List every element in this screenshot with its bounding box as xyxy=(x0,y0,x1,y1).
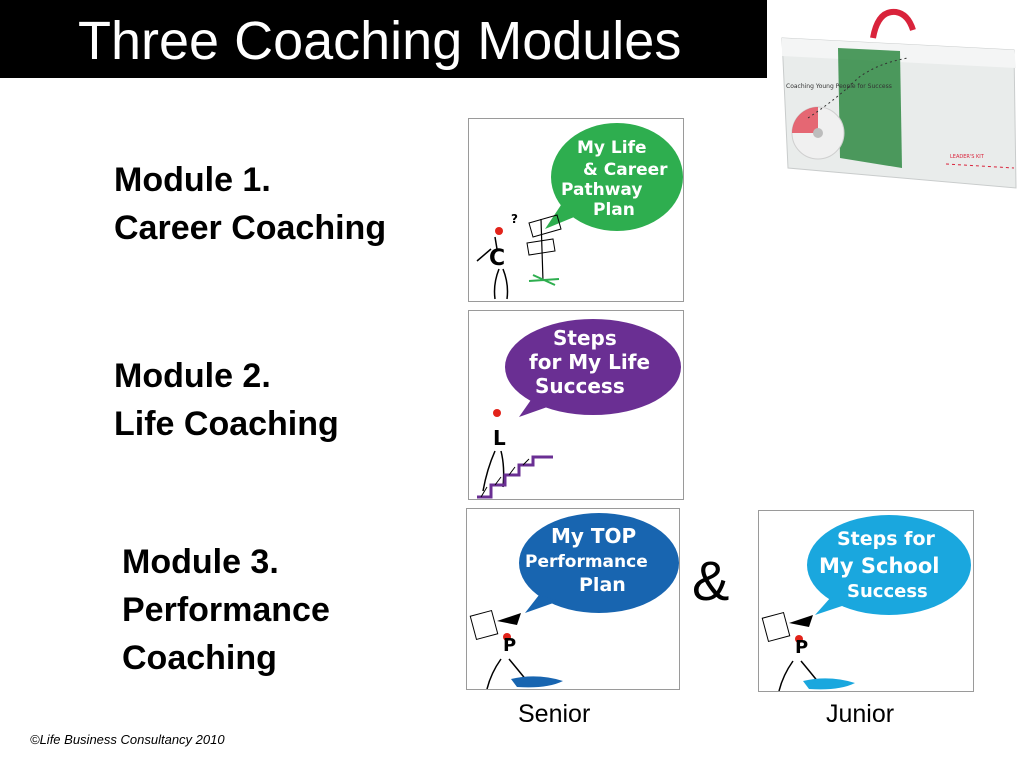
senior-caption: Senior xyxy=(518,700,591,728)
ampersand: & xyxy=(692,549,730,612)
figure-letter: C xyxy=(489,246,505,271)
bubble-line-1: My TOP xyxy=(551,524,636,548)
bubble-line-1: My Life xyxy=(577,138,647,158)
module-3-name-line2: Coaching xyxy=(122,639,277,677)
bubble-line-4: Plan xyxy=(593,200,635,220)
junior-school-card: Steps for My School Success P xyxy=(758,510,974,692)
senior-performance-card: My TOP Performance Plan P xyxy=(466,508,680,690)
kit-text: Coaching Young People for Success xyxy=(786,83,892,90)
bubble-line-3: Success xyxy=(535,374,625,398)
slide-title: Three Coaching Modules xyxy=(78,11,682,71)
module-2-number: Module 2. xyxy=(114,357,271,395)
coaching-kit-image: Coaching Young People for Success LEADER… xyxy=(778,8,1018,198)
junior-caption: Junior xyxy=(826,700,895,728)
stairs-icon xyxy=(477,455,553,499)
bubble-line-2: for My Life xyxy=(529,350,650,374)
figure-letter: P xyxy=(795,637,808,658)
figure-letter: P xyxy=(503,635,516,656)
bubble-line-3: Pathway xyxy=(561,180,642,200)
bubble-line-1: Steps xyxy=(553,326,617,350)
bubble-line-3: Plan xyxy=(579,574,626,596)
kit-handle xyxy=(870,8,916,39)
bubble-line-2: Performance xyxy=(525,552,648,572)
bubble-line-1: Steps for xyxy=(837,528,935,550)
module-2-label: Module 2. Life Coaching xyxy=(114,352,339,448)
module-2-name: Life Coaching xyxy=(114,405,339,443)
module-1-label: Module 1. Career Coaching xyxy=(114,156,386,252)
svg-text:?: ? xyxy=(511,212,518,226)
module-3-name-line1: Performance xyxy=(122,591,330,629)
module-1-number: Module 1. xyxy=(114,161,271,199)
module-3-number: Module 3. xyxy=(122,543,279,581)
stick-figure-icon: P xyxy=(761,611,855,691)
signpost-icon xyxy=(526,214,562,286)
module-3-label: Module 3. Performance Coaching xyxy=(122,538,330,682)
speech-bubble xyxy=(505,319,681,417)
speech-bubble xyxy=(519,513,679,613)
bubble-line-2: & Career xyxy=(583,160,668,180)
career-pathway-card: My Life & Career Pathway Plan C ? xyxy=(468,118,684,302)
module-1-name: Career Coaching xyxy=(114,209,387,247)
life-success-card: Steps for My Life Success L xyxy=(468,310,684,500)
kit-tag: LEADER'S KIT xyxy=(950,154,985,160)
speech-bubble xyxy=(545,123,683,231)
figure-letter: L xyxy=(493,426,506,450)
stick-figure-icon: L xyxy=(482,409,506,492)
title-bar: Three Coaching Modules xyxy=(0,0,767,78)
bubble-line-2: My School xyxy=(819,554,939,578)
stick-figure-icon: C ? xyxy=(476,212,518,300)
bubble-line-3: Success xyxy=(847,581,928,602)
copyright-footer: ©Life Business Consultancy 2010 xyxy=(30,732,225,747)
stick-figure-icon: P xyxy=(469,609,563,689)
speech-bubble xyxy=(807,515,971,615)
